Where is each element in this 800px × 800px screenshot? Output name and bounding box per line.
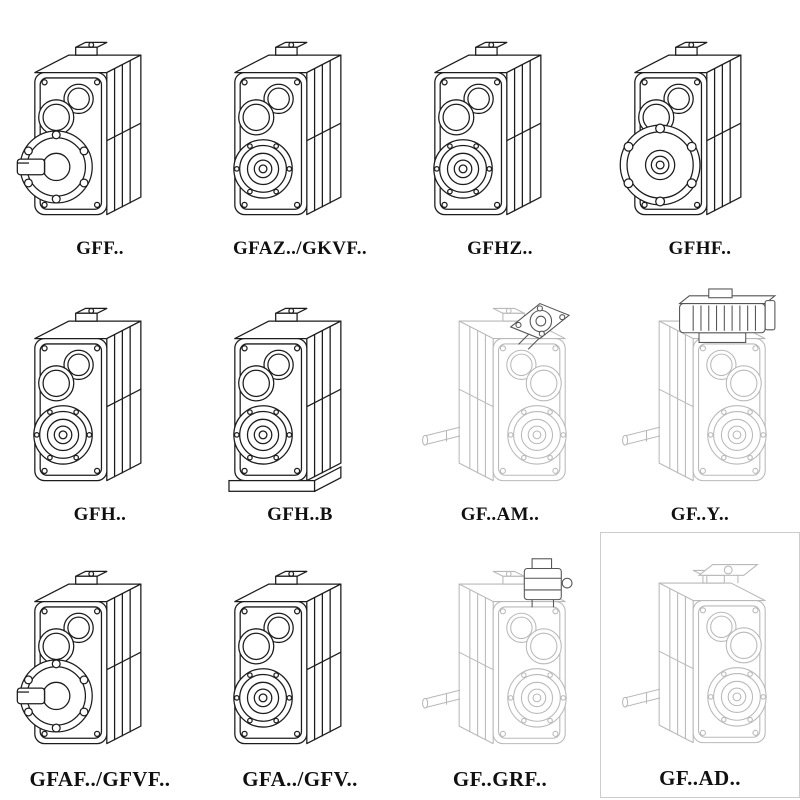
model-label-gfa-gfv: GFA../GFV.. (242, 767, 358, 791)
gearbox-cell-gf-grf: GF..GRF.. (400, 532, 600, 798)
gearbox-cell-gfhz: GFHZ.. (400, 0, 600, 266)
gearbox-drawing-gfh (12, 288, 188, 502)
model-label-gfaf-gfvf: GFAF../GFVF.. (29, 767, 171, 791)
gearbox-drawing-gfhz (412, 22, 588, 236)
gearbox-cell-gfaf-gfvf: GFAF../GFVF.. (0, 532, 200, 798)
gearbox-drawing-gfaz-gkvf (212, 22, 388, 236)
gearbox-drawing-gff (12, 22, 188, 236)
model-label-gfh-b: GFH..B (267, 504, 333, 525)
gearbox-cell-gff: GFF.. (0, 0, 200, 266)
model-label-gf-y: GF..Y.. (670, 504, 730, 525)
model-label-gff: GFF.. (76, 238, 124, 259)
gearbox-cell-gf-ad: GF..AD.. (600, 532, 800, 798)
gearbox-drawing-gf-am (412, 288, 588, 502)
gearbox-drawing-gf-y (612, 288, 788, 502)
gearbox-cell-gf-y: GF..Y.. (600, 266, 800, 532)
gearbox-drawing-gfaf-gfvf (12, 551, 188, 765)
gearbox-cell-gfa-gfv: GFA../GFV.. (200, 532, 400, 798)
gearbox-cell-gfaz-gkvf: GFAZ../GKVF.. (200, 0, 400, 266)
model-label-gf-am: GF..AM.. (460, 504, 540, 525)
model-label-gf-ad: GF..AD.. (659, 766, 741, 790)
gearbox-drawing-gfh-b (212, 288, 388, 502)
gearbox-drawing-gf-ad (612, 550, 788, 764)
gearbox-drawing-gfa-gfv (212, 551, 388, 765)
gearbox-cell-gfhf: GFHF.. (600, 0, 800, 266)
model-label-gfh: GFH.. (73, 504, 127, 525)
model-label-gfhz: GFHZ.. (467, 238, 533, 259)
gearbox-cell-gfh: GFH.. (0, 266, 200, 532)
gearbox-drawing-gfhf (612, 22, 788, 236)
model-label-gfaz-gkvf: GFAZ../GKVF.. (233, 238, 367, 259)
gearbox-cell-gfh-b: GFH..B (200, 266, 400, 532)
model-label-gf-grf: GF..GRF.. (452, 767, 548, 791)
gearbox-cell-gf-am: GF..AM.. (400, 266, 600, 532)
gearbox-drawing-gf-grf (412, 551, 588, 765)
model-label-gfhf: GFHF.. (668, 238, 732, 259)
